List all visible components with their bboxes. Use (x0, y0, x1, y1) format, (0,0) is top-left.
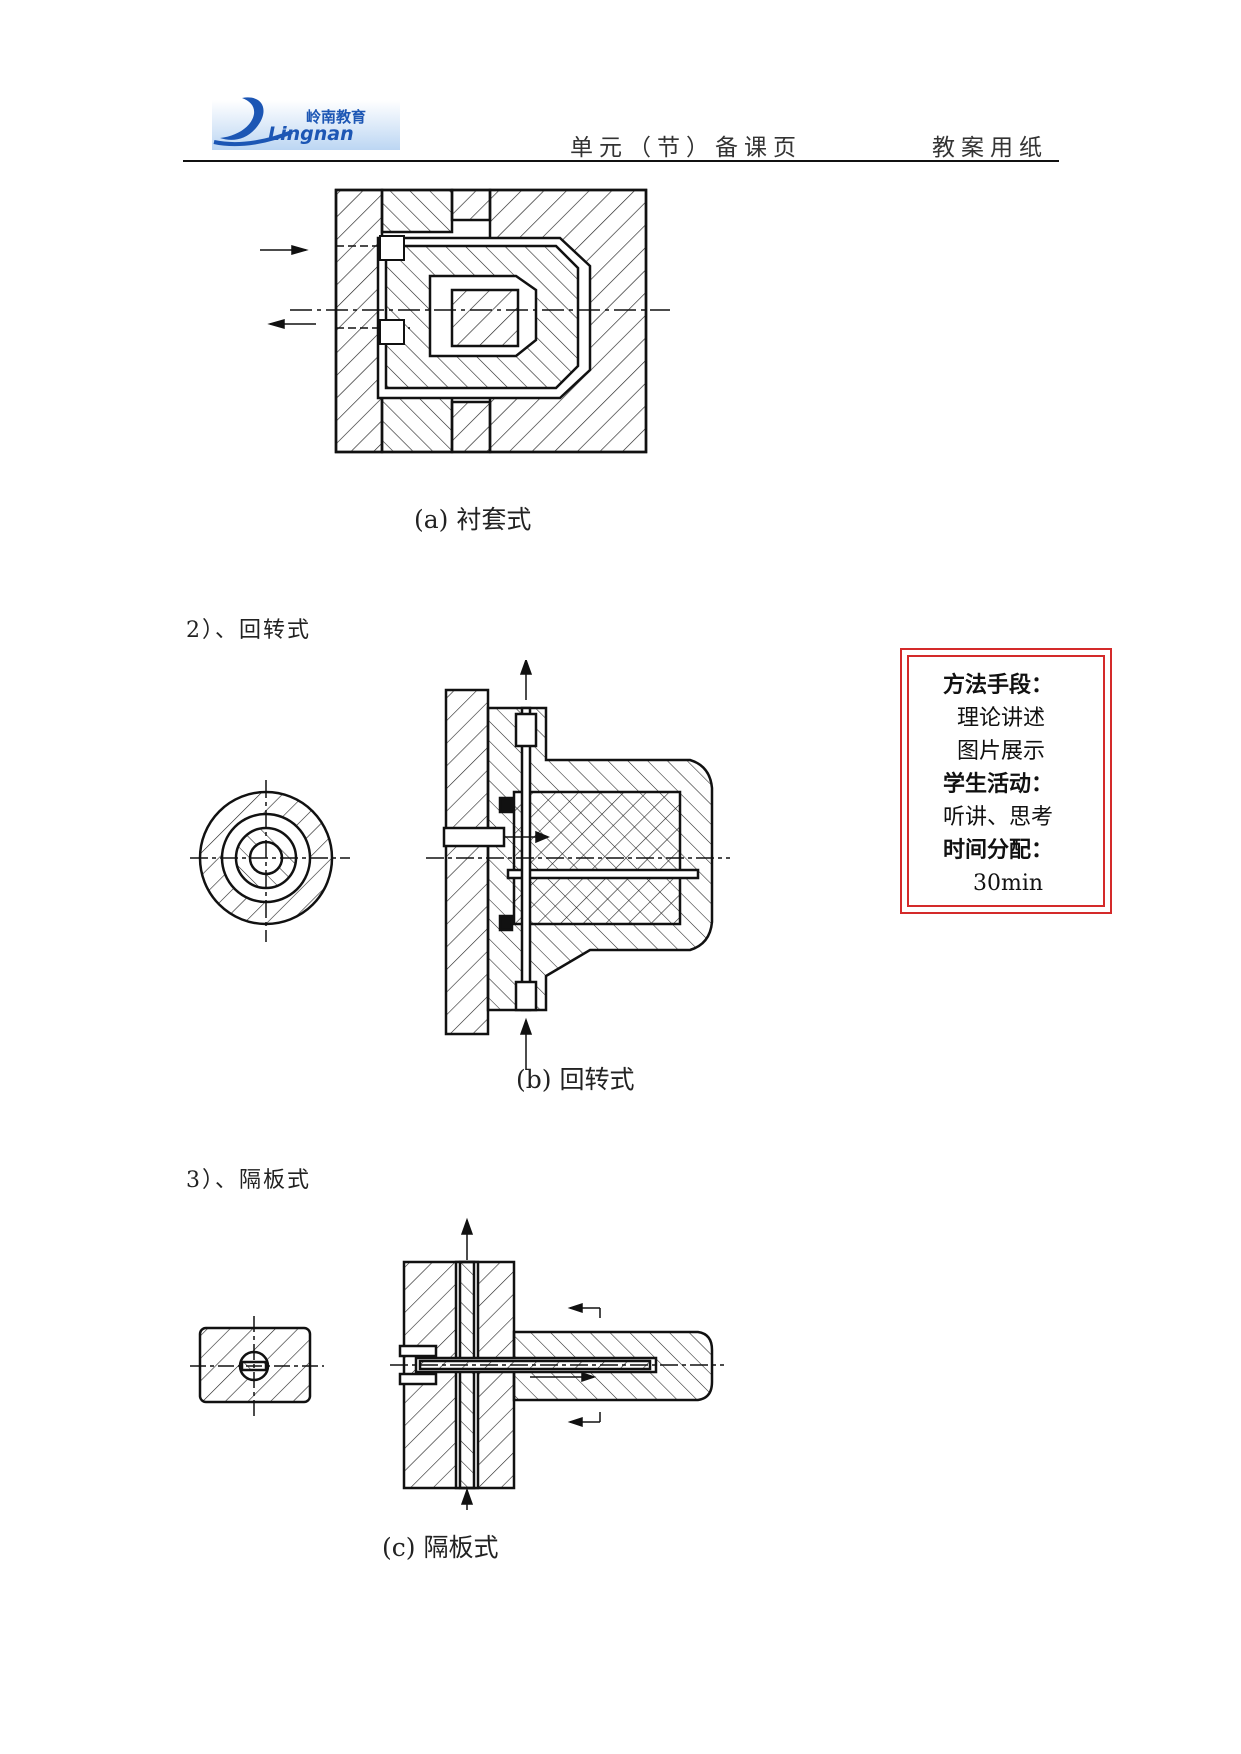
activity-label: 学生活动： (943, 771, 1054, 797)
teaching-notes-box: 方法手段： 理论讲述 图片展示 学生活动： 听讲、思考 时间分配： 30min (900, 648, 1112, 914)
figure-baffle-type (190, 1217, 724, 1510)
heading-baffle: 3）、隔板式 (186, 1168, 311, 1193)
logo-en-text: Lingnan (268, 123, 354, 145)
caption-bushing: (a) 衬套式 (414, 505, 532, 534)
time-label: 时间分配： (943, 837, 1054, 863)
caption-rotary: (b) 回转式 (516, 1065, 635, 1094)
time-value: 30min (973, 871, 1044, 896)
method-item-1: 理论讲述 (957, 706, 1046, 731)
activity-text: 听讲、思考 (943, 805, 1054, 830)
caption-baffle: (c) 隔板式 (382, 1533, 499, 1562)
logo-cn-text: 岭南教育 (306, 108, 366, 126)
header-subtitle: 教案用纸 (932, 135, 1048, 161)
heading-rotary: 2）、回转式 (186, 618, 311, 643)
header-title: 单元（节）备课页 (570, 135, 802, 161)
method-label: 方法手段： (943, 672, 1054, 698)
figure-bushing-type (260, 188, 670, 454)
header-rule (183, 160, 1059, 162)
lingnan-logo: 岭南教育 Lingnan (212, 97, 400, 150)
method-item-2: 图片展示 (957, 739, 1046, 764)
figure-rotary-type (190, 660, 730, 1070)
